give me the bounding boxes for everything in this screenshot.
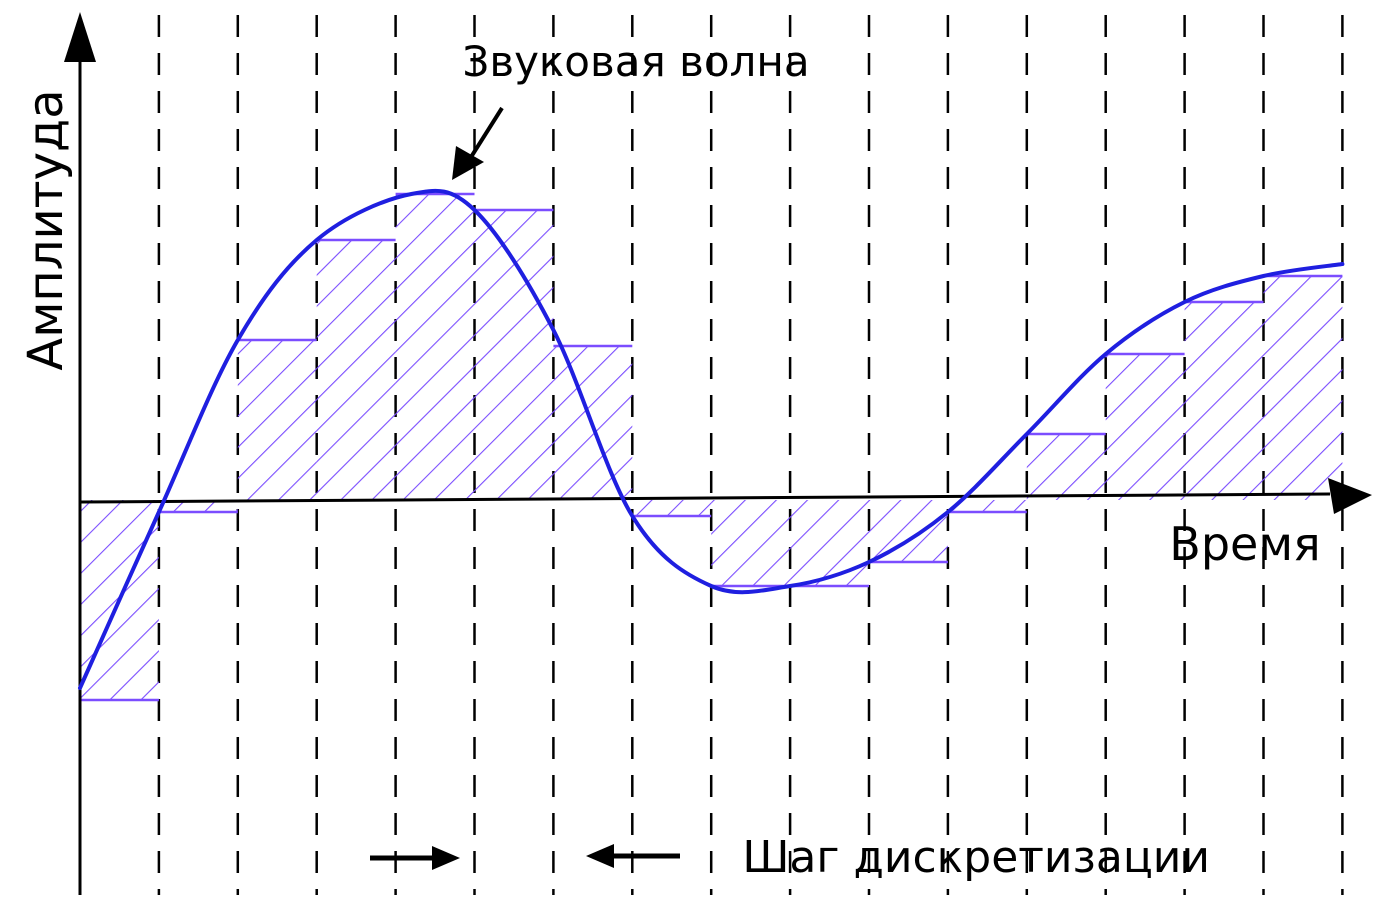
x-axis-arrow-icon [1328,478,1372,514]
sample-bar [1105,354,1185,500]
sound-wave-curve [78,188,1345,690]
sample-bar [1026,434,1106,500]
sample-bar [947,500,1027,512]
x-axis [79,478,1372,514]
sample-bar [1263,276,1343,500]
sample-bar [316,240,396,500]
sample-bar [1184,302,1264,500]
y-axis-arrow-icon [64,12,96,62]
sample-bar [395,194,475,500]
wave-pointer-arrow-icon [452,106,504,180]
sample-bar [158,500,238,512]
y-axis [64,12,96,895]
x-axis-label: Время [1169,517,1320,571]
sample-bar [474,210,554,500]
sampling-step-label: Шаг дискретизации [742,832,1210,883]
sample-bar [711,500,791,586]
y-axis-label: Амплитуда [18,89,74,370]
sample-bars [80,192,1343,702]
sample-bar [632,500,712,516]
step-left-arrow-icon [370,846,460,870]
sampling-gridlines [157,15,1344,895]
wave-label: Звуковая волна [462,37,809,86]
step-right-arrow-icon [586,844,680,868]
sample-bar [237,340,317,500]
sample-bar [790,500,869,586]
sample-bar [869,500,948,562]
